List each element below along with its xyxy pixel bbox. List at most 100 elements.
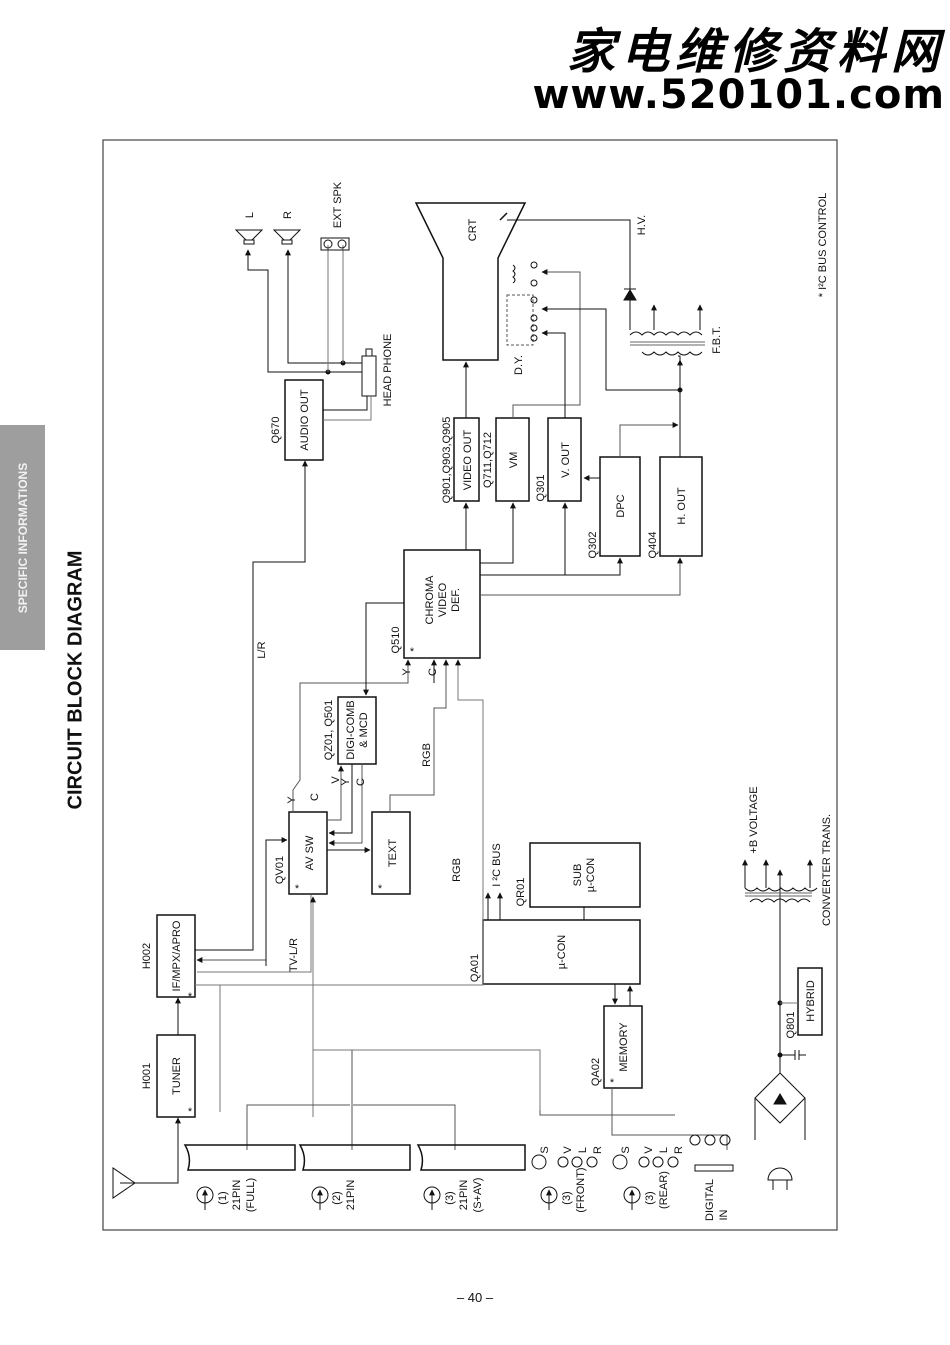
input-3-line1: 21PIN: [458, 1180, 470, 1211]
front-s-label: S: [539, 1146, 551, 1153]
bridge-rectifier-icon: [754, 1072, 806, 1140]
scart-connector-3-icon: [416, 1144, 526, 1171]
fbt-transformer-icon: [629, 304, 705, 356]
subcon-ref: QR01: [515, 878, 527, 907]
dpc-label: DPC: [615, 494, 627, 517]
deflection-yoke-icon: [506, 261, 538, 346]
video-out-label: VIDEO OUT: [462, 429, 474, 490]
signal-y-avsw: Y: [286, 796, 298, 804]
crt-shape: [414, 202, 527, 361]
speaker-r-icon: [272, 229, 302, 245]
signal-fbt: F.B.T.: [711, 326, 723, 354]
input-1-line2: (FULL): [245, 1178, 257, 1212]
hybrid-ref: Q801: [785, 1012, 797, 1039]
hybrid-block: [797, 967, 823, 1036]
speaker-r-label: R: [282, 211, 294, 219]
memory-label: MEMORY: [618, 1022, 630, 1072]
signal-c-avsw: C: [309, 793, 321, 801]
chroma-label1: CHROMA: [424, 575, 436, 625]
subcon-label2: µ-CON: [585, 858, 597, 893]
speaker-l-icon: [234, 229, 264, 245]
rear-av-jacks-icon: [612, 1154, 679, 1170]
signal-lr: L/R: [256, 641, 268, 658]
ext-spk-terminal-icon: [320, 237, 350, 251]
hout-label: H. OUT: [676, 487, 688, 525]
input-3-num: (3): [444, 1191, 456, 1204]
signal-tv-lr: TV-L/R: [288, 938, 300, 972]
crt-label: CRT: [467, 219, 479, 242]
if-label: IF/MPX/APRO: [171, 920, 183, 991]
vm-label: VM: [508, 452, 520, 469]
signal-c-dc: C: [355, 778, 367, 786]
input-arrow-icons: [196, 1186, 641, 1210]
hout-ref: Q404: [647, 532, 659, 559]
converter-transformer-icon: [742, 859, 818, 903]
memory-ref: QA02: [590, 1058, 602, 1086]
vout-ref: Q301: [535, 475, 547, 502]
mcon-label: µ-CON: [556, 935, 568, 970]
signal-dy: D.Y.: [513, 355, 525, 375]
text-label: TEXT: [387, 839, 399, 867]
avsw-label: AV SW: [304, 835, 316, 870]
audio-out-ref: Q670: [270, 417, 282, 444]
signal-rgb-2: RGB: [451, 858, 463, 882]
side-section-tab: SPECIFIC INFORMATIONS: [0, 425, 45, 650]
input-rear-num: (3): [644, 1191, 656, 1204]
digicomb-ref: QZ01, Q501: [323, 700, 335, 761]
input-rear-line1: (REAR): [658, 1171, 670, 1209]
if-ref: H002: [141, 943, 153, 969]
watermark-chinese-title: 家电维修资料网: [566, 24, 945, 80]
tuner-ref: H001: [141, 1063, 153, 1089]
signal-i2c-bus: I ²C BUS: [491, 843, 503, 886]
input-1-num: (1): [217, 1191, 229, 1204]
av-sw-block: [288, 811, 328, 895]
front-v-label: V: [562, 1146, 574, 1154]
digital-in-jacks-icon: [689, 1134, 734, 1172]
rear-v-label: V: [643, 1146, 655, 1154]
signal-rgb-1: RGB: [421, 743, 433, 767]
video-out-ref: Q901,Q903,Q905: [441, 417, 453, 504]
i2c-bus-control-note: * I²C BUS CONTROL: [817, 193, 829, 298]
text-i2c-star: *: [378, 883, 383, 895]
signal-y-dc: Y: [340, 778, 352, 786]
front-av-jacks-icon: [531, 1154, 598, 1170]
avsw-ref: QV01: [274, 856, 286, 884]
signal-c-chroma: C: [427, 668, 439, 676]
subcon-label1: SUB: [572, 864, 584, 887]
vm-ref: Q711,Q712: [482, 432, 494, 488]
rear-r-label: R: [673, 1146, 685, 1154]
input-front-line1: (FRONT): [575, 1167, 587, 1212]
digi-comb-block: [337, 696, 377, 765]
hv-diode-icon: [623, 288, 637, 301]
signal-y-chroma: Y: [401, 668, 413, 676]
tuner-block: [156, 1034, 196, 1118]
chroma-block: [403, 549, 481, 659]
avsw-i2c-star: *: [295, 883, 300, 895]
sub-mcon-block: [529, 842, 641, 908]
scart-connector-2-icon: [298, 1144, 411, 1171]
text-block: [371, 811, 411, 895]
memory-i2c-star: *: [610, 1077, 615, 1089]
rear-s-label: S: [620, 1146, 632, 1153]
signal-converter-trans: CONVERTER TRANS.: [821, 814, 833, 926]
tuner-i2c-star: *: [188, 1106, 193, 1118]
watermark-url: www.520101.com: [532, 72, 945, 118]
input-3-line2: (S+AV): [472, 1178, 484, 1213]
input-2-line1: 21PIN: [345, 1180, 357, 1211]
front-r-label: R: [592, 1146, 604, 1154]
mcon-ref: QA01: [469, 954, 481, 982]
diagram-frame: [102, 139, 838, 1231]
head-phone-jack-icon: [361, 355, 377, 397]
hybrid-label: HYBRID: [805, 980, 817, 1022]
if-i2c-star: *: [188, 991, 193, 1003]
page-number: – 40 –: [456, 1290, 494, 1305]
tuner-label: TUNER: [171, 1057, 183, 1095]
chroma-label3: DEF.: [450, 588, 462, 612]
chroma-label2: VIDEO: [437, 582, 449, 617]
antenna-icon: [112, 1167, 136, 1199]
digicomb-label2: & MCD: [358, 712, 370, 748]
speaker-l-label: L: [244, 212, 256, 218]
input-1-line1: 21PIN: [231, 1180, 243, 1211]
ext-spk-label: EXT SPK: [332, 181, 344, 228]
